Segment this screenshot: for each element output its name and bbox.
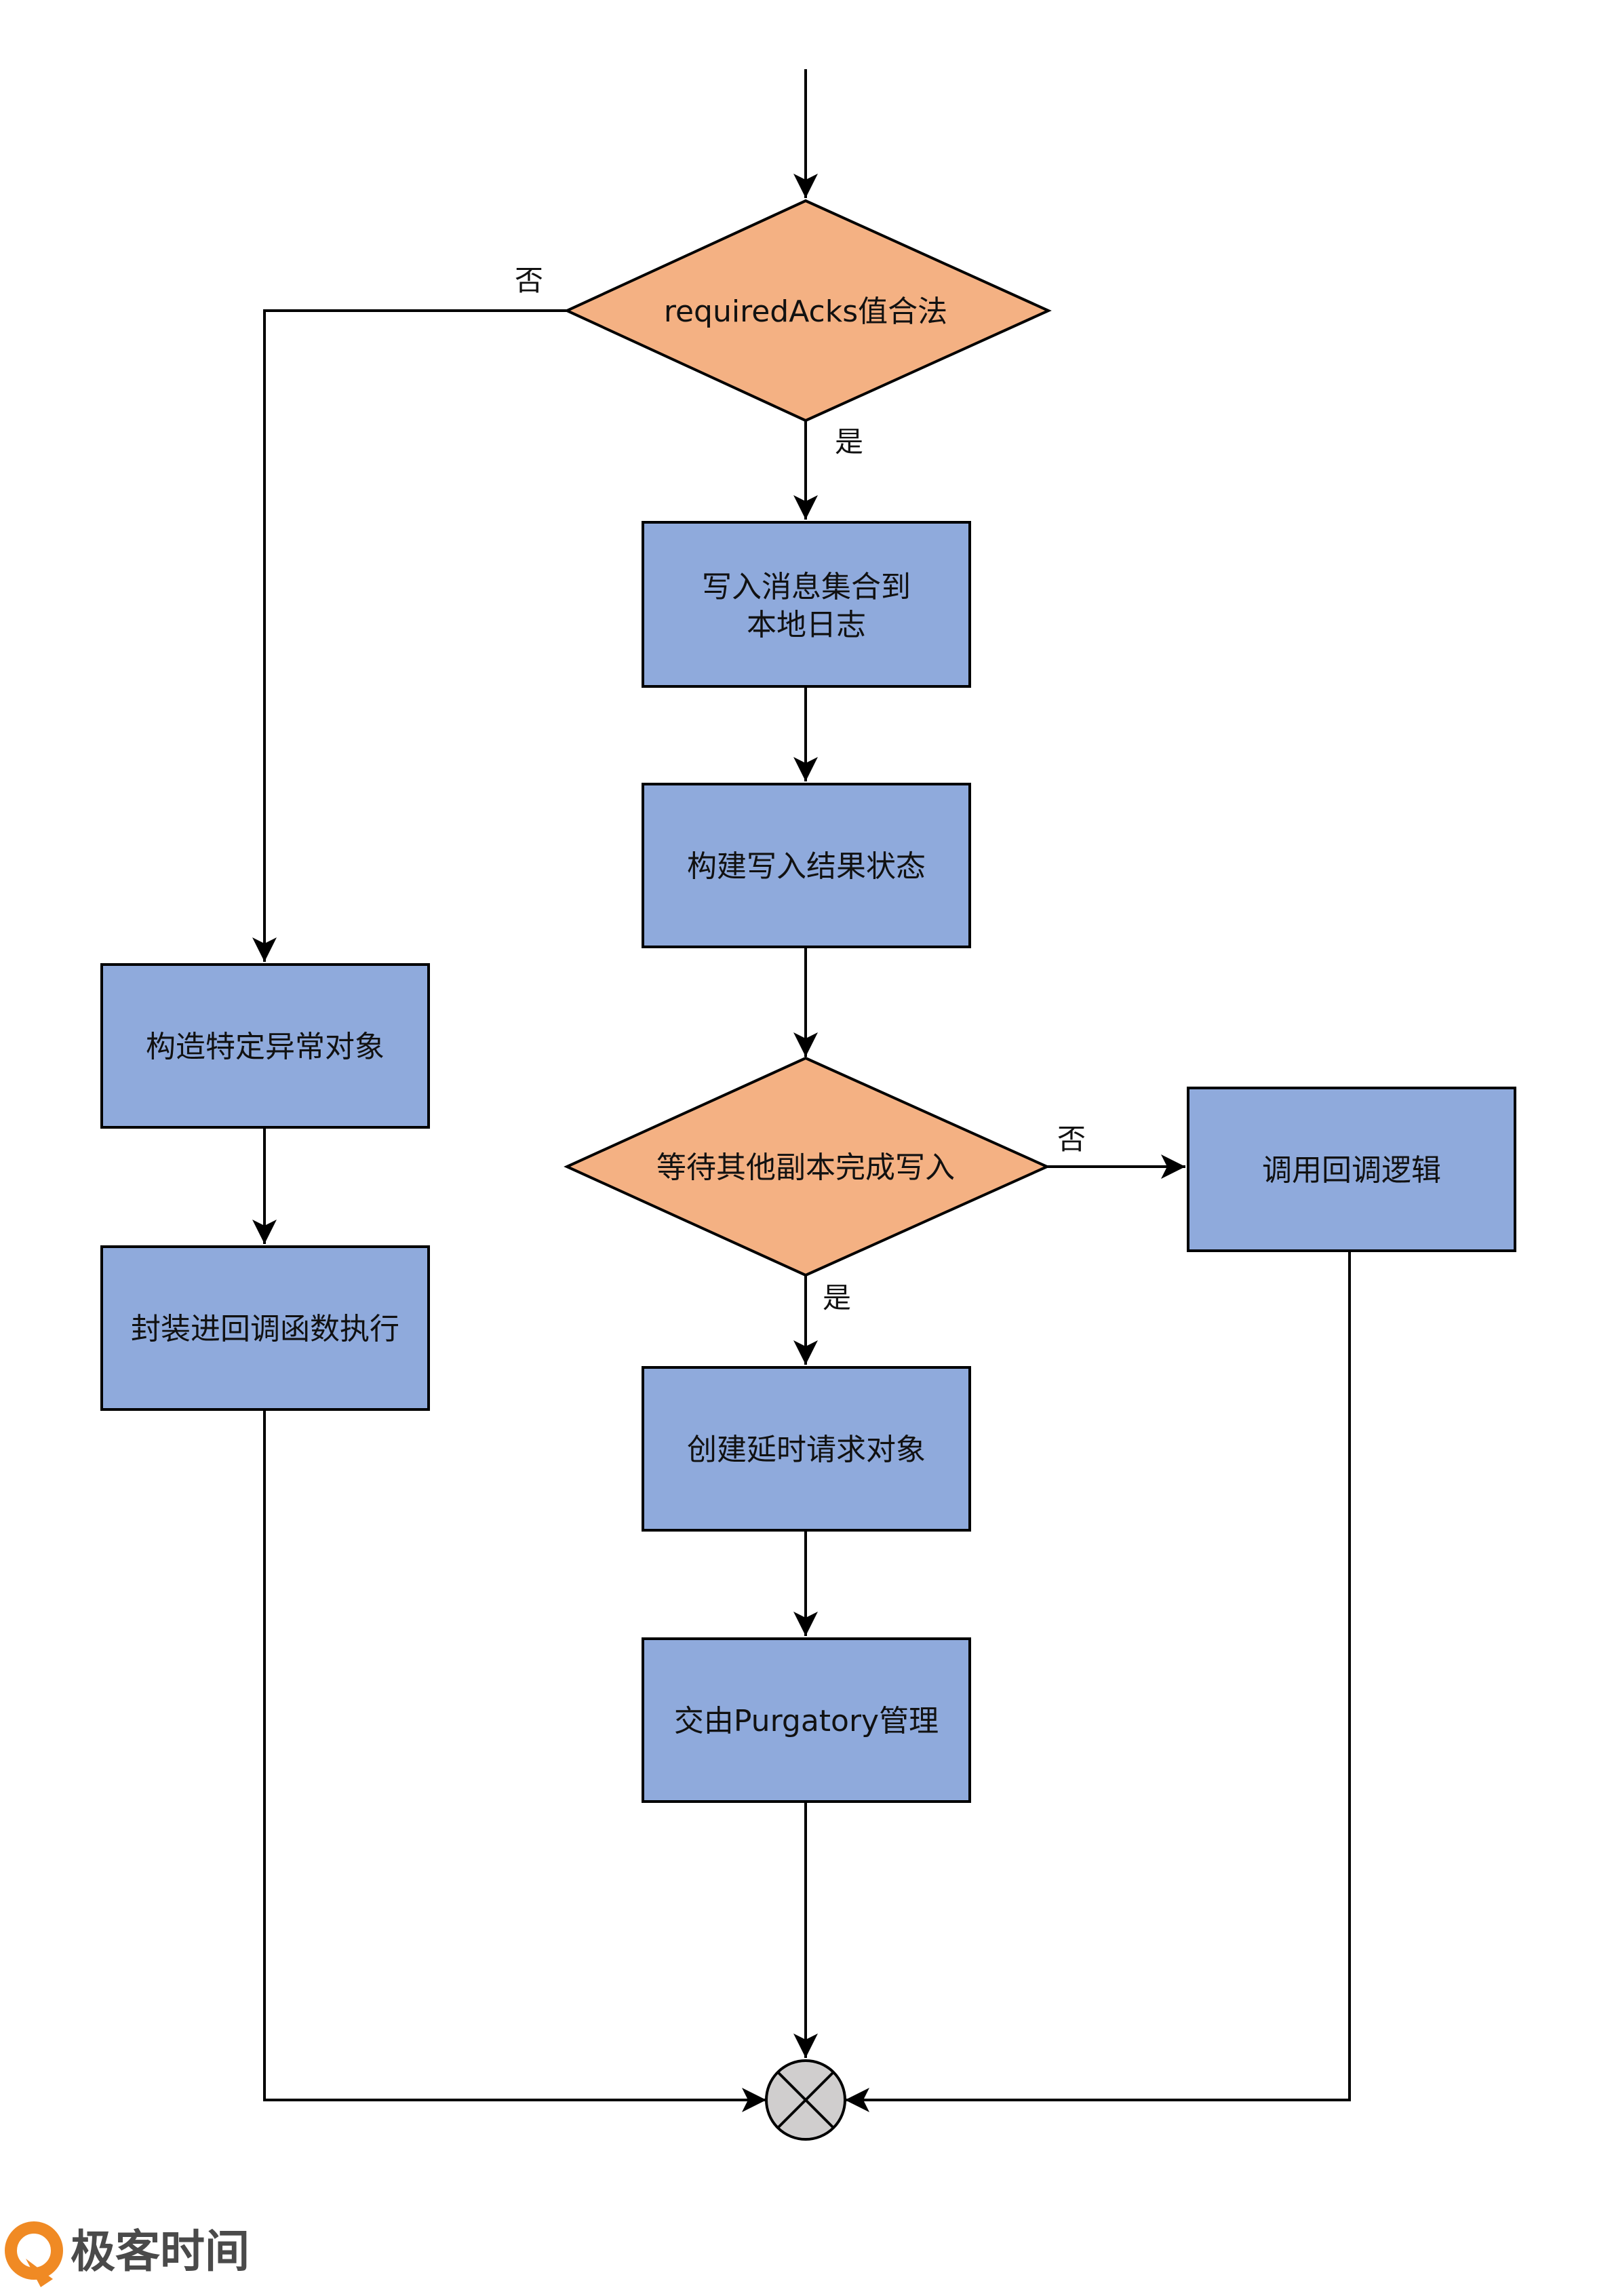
decision-wait-replicas-label: 等待其他副本完成写入 <box>656 1150 955 1185</box>
process-create-delayed-request: 创建延时请求对象 <box>642 1366 971 1532</box>
process-box <box>100 1245 430 1411</box>
brand-watermark: 极客时间 <box>5 2221 250 2287</box>
process-box <box>100 963 430 1129</box>
cross-icon <box>776 2071 835 2129</box>
process-wrap-callback: 封装进回调函数执行 <box>100 1245 430 1411</box>
geektime-logo-icon <box>5 2221 63 2287</box>
decision-shape <box>564 1056 1050 1277</box>
process-build-exception: 构造特定异常对象 <box>100 963 430 1129</box>
process-write-local-log: 写入消息集合到 本地日志 <box>642 521 971 688</box>
edge-label-yes-first: 是 <box>835 425 863 459</box>
edges <box>252 69 1351 2112</box>
process-box <box>642 1366 971 1532</box>
brand-name: 极客时间 <box>71 2225 250 2278</box>
process-box <box>642 1637 971 1803</box>
process-build-write-result: 构建写入结果状态 <box>642 783 971 948</box>
process-invoke-callback: 调用回调逻辑 <box>1187 1087 1516 1252</box>
process-box <box>1187 1087 1516 1252</box>
process-build-write-result-label: 构建写入结果状态 <box>687 849 926 884</box>
process-write-local-log-line1: 写入消息集合到 <box>702 570 911 604</box>
process-hand-to-purgatory-label: 交由Purgatory管理 <box>674 1704 939 1738</box>
decision-wait-replicas: 等待其他副本完成写入 <box>564 1056 1050 1277</box>
edge-label-no-left: 否 <box>515 264 543 297</box>
decision-shape <box>564 199 1052 423</box>
process-box <box>642 783 971 948</box>
edge-callback-to-end <box>845 1249 1351 2112</box>
edge-no-to-build-exception <box>252 309 567 962</box>
decision-required-acks-label: requiredAcks值合法 <box>664 294 947 329</box>
process-create-delayed-request-label: 创建延时请求对象 <box>687 1433 926 1467</box>
end-merge-node <box>765 2059 846 2141</box>
edge-wrap-to-end <box>263 1409 766 2112</box>
process-invoke-callback-label: 调用回调逻辑 <box>1262 1153 1441 1188</box>
process-box <box>642 521 971 688</box>
process-write-local-log-line2: 本地日志 <box>747 608 866 642</box>
edge-label-no-right: 否 <box>1057 1123 1086 1156</box>
process-hand-to-purgatory: 交由Purgatory管理 <box>642 1637 971 1803</box>
decision-required-acks: requiredAcks值合法 <box>564 199 1052 423</box>
edge-label-yes-second: 是 <box>823 1281 851 1315</box>
process-wrap-callback-label: 封装进回调函数执行 <box>131 1312 399 1346</box>
process-build-exception-label: 构造特定异常对象 <box>146 1030 385 1064</box>
